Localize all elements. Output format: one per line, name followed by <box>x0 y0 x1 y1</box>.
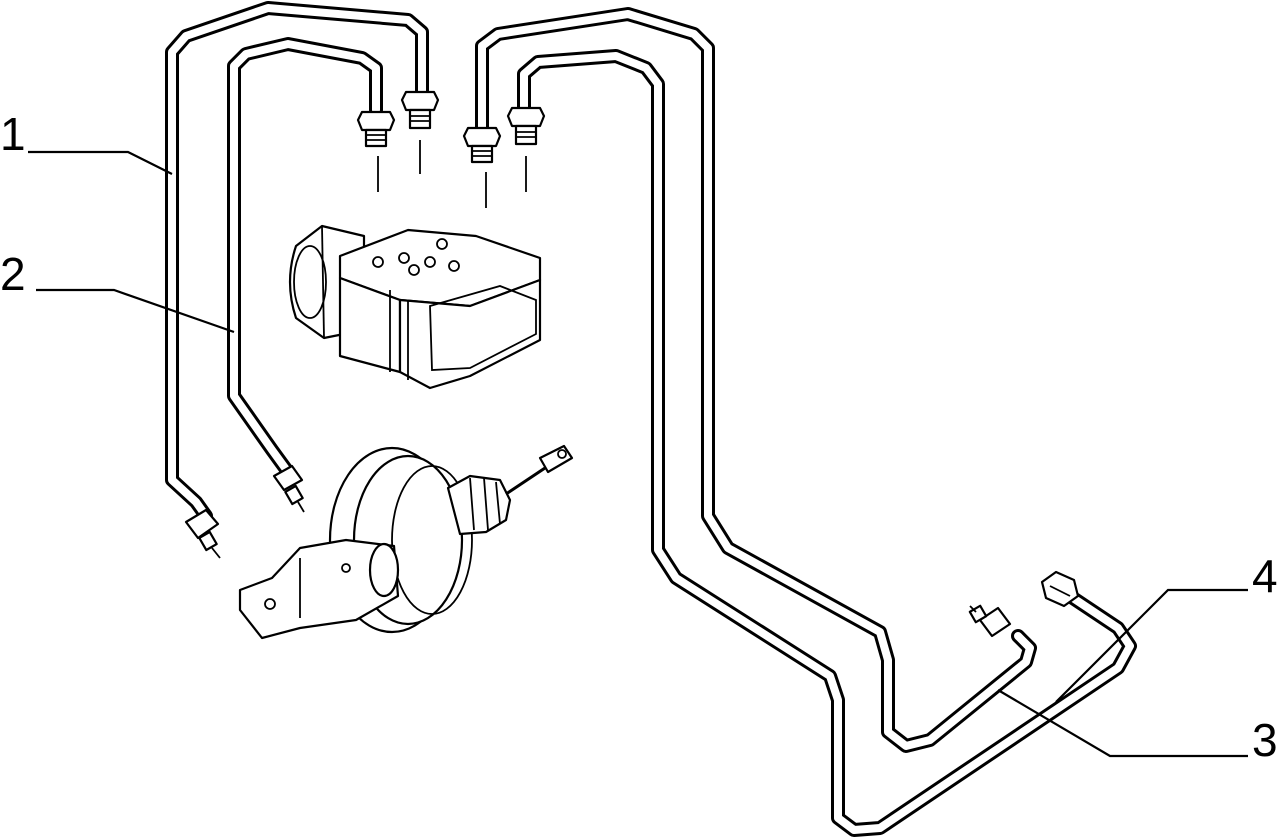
callout-3: 3 <box>1252 714 1278 766</box>
fitting-nut-top-3 <box>462 126 502 208</box>
fitting-nut-right-3 <box>968 604 1012 638</box>
callout-1: 1 <box>0 108 26 160</box>
pipe-2-left <box>227 37 383 479</box>
callout-4: 4 <box>1252 550 1278 602</box>
fitting-nut-top-2 <box>400 90 440 174</box>
leader-line-4 <box>1055 588 1248 703</box>
pipe-1-left <box>165 1 429 523</box>
pipe-3-right <box>517 49 1137 837</box>
callout-2: 2 <box>0 248 26 300</box>
leader-line-2 <box>36 288 235 334</box>
fitting-nut-left-1 <box>184 508 221 559</box>
master-cylinder <box>238 538 400 640</box>
abs-modulator-unit <box>288 224 542 390</box>
fitting-nut-top-1 <box>356 110 396 192</box>
fitting-nut-top-4 <box>506 106 546 192</box>
leader-line-1 <box>28 150 173 175</box>
pipe-4-right <box>475 7 1037 753</box>
fitting-nut-left-2 <box>272 464 305 513</box>
leader-line-3 <box>997 689 1248 758</box>
fitting-nut-right-4 <box>1040 570 1080 608</box>
